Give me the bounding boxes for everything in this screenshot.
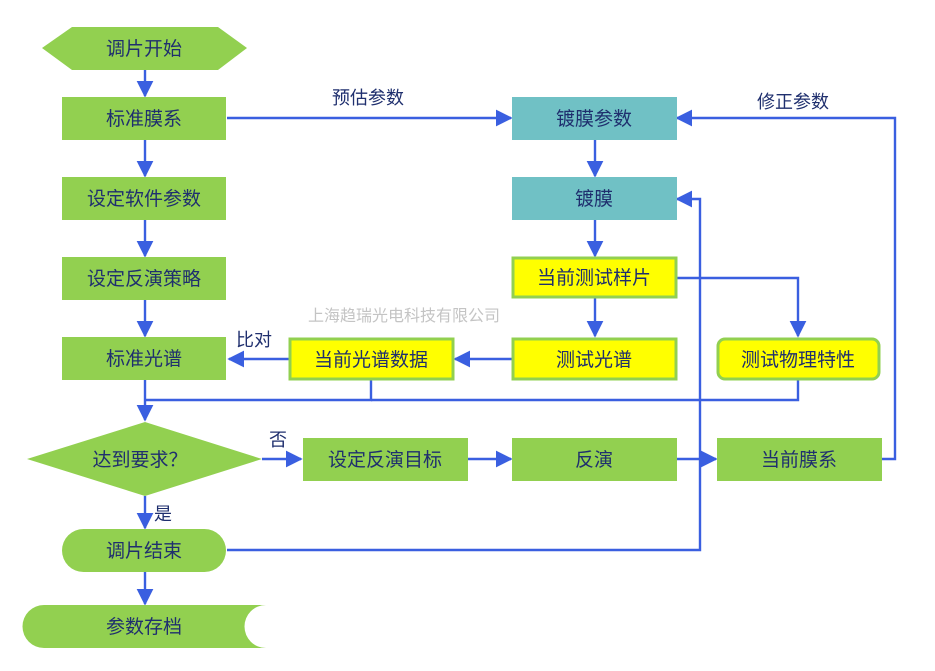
node-end: 调片结束 xyxy=(62,529,226,572)
node-cur-film: 当前膜系 xyxy=(717,438,882,481)
coat-params-label: 镀膜参数 xyxy=(556,108,632,130)
edge-label-correct: 修正参数 xyxy=(757,92,829,113)
node-physical: 测试物理特性 xyxy=(716,337,881,381)
inversion-label: 反演 xyxy=(575,449,613,471)
node-test-sample: 当前测试样片 xyxy=(511,256,678,299)
test-sample-shape xyxy=(511,256,678,299)
coating-label: 镀膜 xyxy=(575,188,613,210)
node-set-params: 设定软件参数 xyxy=(62,177,226,220)
test-spectrum-shape xyxy=(511,337,678,381)
end-label: 调片结束 xyxy=(106,540,182,562)
set-target-shape xyxy=(303,438,468,481)
std-film-shape xyxy=(62,97,226,140)
edge-label-compare: 比对 xyxy=(236,330,272,351)
node-set-target: 设定反演目标 xyxy=(303,438,468,481)
cur-spectrum-label: 当前光谱数据 xyxy=(314,349,428,371)
std-film-label: 标准膜系 xyxy=(106,108,182,130)
inversion-shape xyxy=(512,438,677,481)
node-decision: 达到要求？ xyxy=(27,422,262,496)
edge-label-estimate: 预估参数 xyxy=(332,88,404,109)
start-label: 调片开始 xyxy=(106,38,182,60)
cur-film-shape xyxy=(717,438,882,481)
test-spectrum-label: 测试光谱 xyxy=(556,349,632,371)
decision-shape xyxy=(27,422,262,496)
node-set-strategy: 设定反演策略 xyxy=(62,257,226,300)
physical-label: 测试物理特性 xyxy=(741,349,855,371)
node-std-film: 标准膜系 xyxy=(62,97,226,140)
archive-label: 参数存档 xyxy=(106,616,182,638)
edge-correct-params xyxy=(675,109,897,461)
end-shape xyxy=(62,529,226,572)
watermark: 上海趋瑞光电科技有限公司 xyxy=(308,306,500,325)
edge-test-sample-to-physical xyxy=(677,276,807,338)
node-coating: 镀膜 xyxy=(512,177,677,220)
node-archive: 参数存档 xyxy=(22,605,266,648)
std-spectrum-shape xyxy=(62,337,226,380)
coating-shape xyxy=(512,177,677,220)
set-target-label: 设定反演目标 xyxy=(328,449,442,471)
coat-params-shape xyxy=(512,97,677,140)
cur-film-label: 当前膜系 xyxy=(761,449,837,471)
edge-label-no: 否 xyxy=(269,430,287,451)
std-spectrum-label: 标准光谱 xyxy=(106,348,182,370)
cur-spectrum-shape xyxy=(288,337,455,381)
node-cur-spectrum: 当前光谱数据 xyxy=(288,337,455,381)
edge-cur-spectrum-merge xyxy=(145,380,373,402)
set-params-label: 设定软件参数 xyxy=(87,188,201,210)
edge-physical-merge xyxy=(371,380,800,402)
set-strategy-label: 设定反演策略 xyxy=(87,268,201,290)
physical-shape xyxy=(716,337,881,381)
node-std-spectrum: 标准光谱 xyxy=(62,337,226,380)
edge-label-yes: 是 xyxy=(154,504,172,525)
decision-label: 达到要求？ xyxy=(92,449,187,471)
set-params-shape xyxy=(62,177,226,220)
node-inversion: 反演 xyxy=(512,438,677,481)
node-start: 调片开始 xyxy=(42,27,247,70)
node-test-spectrum: 测试光谱 xyxy=(511,337,678,381)
node-coat-params: 镀膜参数 xyxy=(512,97,677,140)
edges xyxy=(136,70,897,606)
test-sample-label: 当前测试样片 xyxy=(537,267,651,289)
start-shape xyxy=(42,27,247,70)
set-strategy-shape xyxy=(62,257,226,300)
archive-shape xyxy=(22,605,266,648)
edge-end-to-coating xyxy=(227,190,702,552)
